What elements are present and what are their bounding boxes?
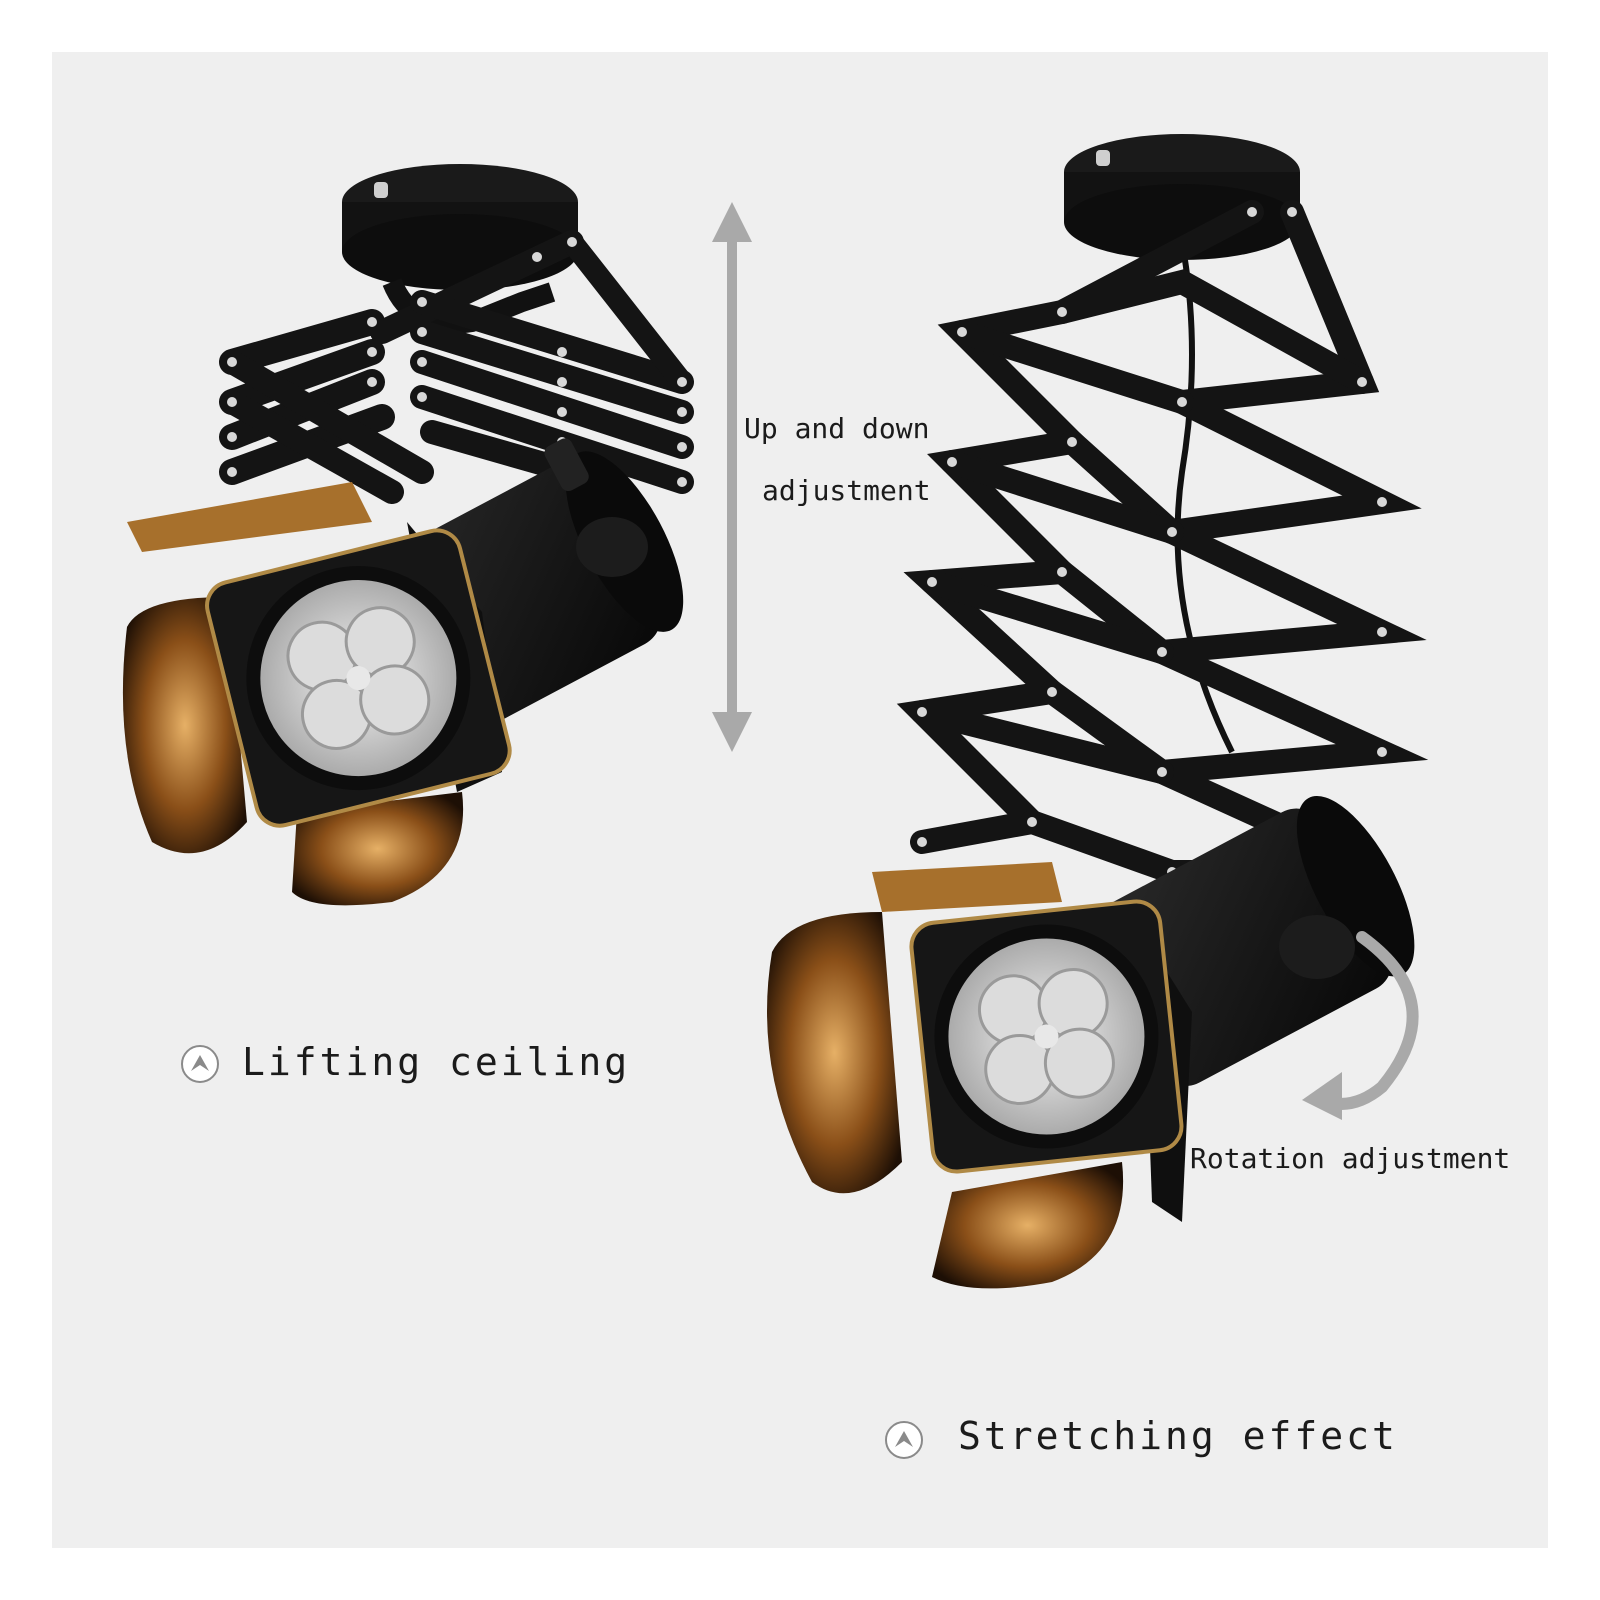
rotation-label: Rotation adjustment [1190, 1142, 1511, 1175]
left-lamp [122, 164, 694, 906]
right-lamp [767, 134, 1429, 1289]
lifting-ceiling-label: Lifting ceiling [242, 1040, 631, 1084]
rotation-arrow [1302, 931, 1419, 1120]
vertical-arrow [712, 202, 752, 752]
product-panel: Up and down adjustment Lifting ceiling R… [52, 52, 1548, 1548]
a-circle-icon [181, 1045, 219, 1083]
stretching-effect-label: Stretching effect [958, 1414, 1398, 1458]
up-down-label-line1: Up and down [744, 412, 930, 445]
a-circle-icon [885, 1421, 923, 1459]
lamp-illustration [122, 134, 1429, 1289]
up-down-label-line2: adjustment [762, 474, 931, 507]
